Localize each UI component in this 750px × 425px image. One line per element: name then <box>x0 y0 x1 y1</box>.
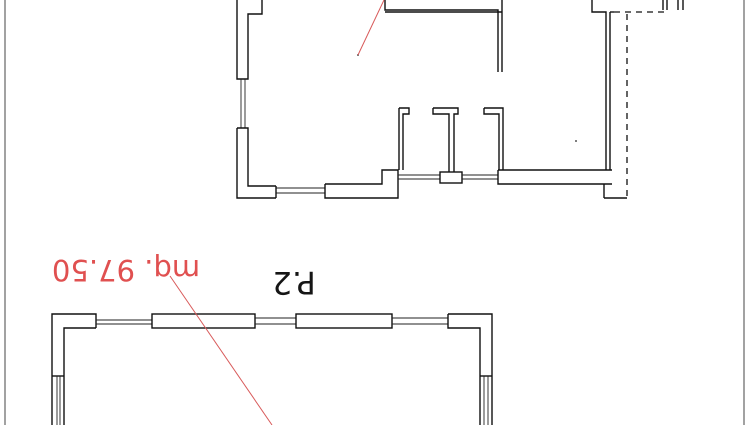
lower-top-wall <box>51 313 493 425</box>
upper-plan <box>236 0 684 200</box>
upper-partitions <box>384 0 504 172</box>
upper-left-wall <box>236 0 276 199</box>
sheet-edges <box>4 0 745 425</box>
lower-side-windows <box>52 375 492 425</box>
upper-bottom-wall <box>275 169 627 199</box>
area-label: mq. 97.50 <box>52 253 200 287</box>
area-leader-line-lower <box>169 275 273 425</box>
plan-mark <box>575 140 577 142</box>
area-leader-line-upper <box>357 0 385 56</box>
upper-right-wall <box>591 0 684 200</box>
lower-plan <box>51 275 493 425</box>
floor-label: P.2 <box>272 264 315 300</box>
